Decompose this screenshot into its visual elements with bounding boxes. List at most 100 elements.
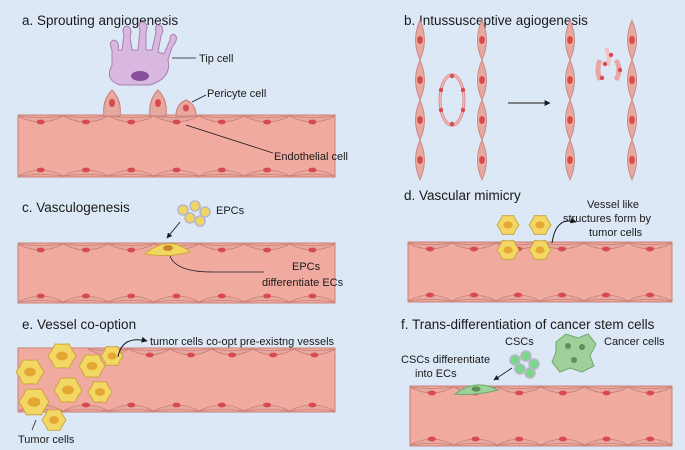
spindle-nucleus (629, 116, 635, 124)
endothelial-nucleus (558, 292, 566, 298)
tumor-nucleus (94, 388, 106, 396)
cscs-label: CSCs (505, 336, 534, 348)
cancer-cells-label: Cancer cells (604, 336, 665, 348)
endothelial-nucleus (36, 247, 45, 253)
endothelial-nucleus (217, 119, 226, 125)
spindle-nucleus (629, 156, 635, 164)
endothelial-nucleus (602, 390, 611, 396)
endothelial-nucleus (515, 390, 524, 396)
endothelial-cell (627, 242, 673, 250)
endothelial-cell (289, 404, 336, 412)
endothelial-nucleus (308, 402, 317, 408)
endothelial-nucleus (602, 292, 610, 298)
epc-arrow (166, 221, 181, 239)
tumor-mass (15, 343, 124, 431)
tip-cell (108, 21, 177, 86)
endothelial-nucleus (81, 293, 90, 299)
tumor-nucleus (503, 246, 513, 254)
panel-f-trans-differentiation: f. Trans-differentiation of cancer stem … (401, 317, 673, 447)
tumor-cells-leader (31, 419, 37, 431)
spindle-nucleus (567, 156, 573, 164)
endothelial-nucleus (172, 293, 181, 299)
mimicry-tumor-cells (496, 215, 552, 260)
endothelial-nucleus (36, 293, 45, 299)
endothelial-nucleus (646, 390, 655, 396)
spindle-nucleus (629, 36, 635, 44)
pericyte-cells (103, 89, 197, 117)
differentiate-leader (169, 255, 264, 273)
endothelial-nucleus (308, 293, 317, 299)
spindle-nucleus (417, 36, 423, 44)
co-option-label: tumor cells co-opt pre-existng vessels (150, 336, 335, 348)
endothelial-nucleus (471, 436, 480, 442)
differentiating-csc (453, 384, 500, 395)
endothelial-nucleus (263, 119, 272, 125)
endothelial-nucleus (172, 167, 181, 173)
endothelial-nucleus (310, 352, 319, 358)
panel-c-vasculogenesis: c. Vasculogenesis EPCs EPCs differentiat… (17, 200, 344, 304)
csc-cluster (509, 350, 540, 379)
spindle-nucleus (567, 36, 573, 44)
co-option-arrow (117, 336, 148, 358)
csc-arrow (493, 367, 513, 381)
mimicry-label-3: tumor cells (589, 227, 643, 239)
endothelial-nucleus (427, 436, 436, 442)
endothelial-nucleus (308, 119, 317, 125)
panel-b-intussusceptive-angiogenesis: b. Intussusceptive agiogenesis (404, 13, 637, 181)
endothelial-nucleus (514, 292, 522, 298)
csc-diff-label-2: into ECs (415, 368, 457, 380)
tumor-nucleus (48, 416, 60, 424)
spindle-nucleus (567, 116, 573, 124)
spindle-nucleus (417, 116, 423, 124)
endothelial-cell (628, 438, 673, 446)
endothelial-nucleus (127, 247, 136, 253)
endothelial-nucleus (646, 292, 654, 298)
panel-d-vascular-mimicry: d. Vascular mimicry Vessel like structur… (404, 188, 673, 303)
endothelial-nucleus (308, 167, 317, 173)
panel-a-vessel (17, 114, 336, 178)
endothelial-cell (628, 386, 673, 394)
tumor-nucleus (27, 397, 41, 407)
endothelial-nucleus (646, 436, 655, 442)
spindle-nucleus (479, 116, 485, 124)
endothelial-nucleus (646, 246, 654, 252)
csc-diff-label-1: CSCs differentiate (401, 354, 490, 366)
splitting-cells (595, 47, 623, 82)
endothelial-cell (293, 348, 336, 356)
tumor-nucleus (535, 221, 545, 229)
epcs-label: EPCs (216, 205, 245, 217)
cancer-cell-cluster (551, 333, 597, 373)
epcs-diff-label-1: EPCs (292, 261, 321, 273)
intussusceptive-ring (438, 73, 466, 127)
endothelial-nucleus (263, 402, 272, 408)
mimicry-label-2: structures form by (563, 213, 652, 225)
endothelial-nucleus (127, 119, 136, 125)
endothelial-nucleus (228, 352, 237, 358)
endothelial-nucleus (263, 167, 272, 173)
endothelial-nucleus (470, 292, 478, 298)
mimicry-arrow (551, 217, 577, 244)
endothelial-nucleus (602, 436, 611, 442)
tumor-nucleus (56, 351, 68, 361)
endothelial-nucleus (145, 352, 154, 358)
endothelial-nucleus (426, 292, 434, 298)
tip-cell-label: Tip cell (199, 53, 233, 65)
panel-a-sprouting-angiogenesis: a. Sprouting angiogenesis Tip cell Peric… (17, 13, 348, 178)
endothelial-nucleus (172, 119, 181, 125)
endothelial-nucleus (558, 390, 567, 396)
spindle-nucleus (417, 156, 423, 164)
endothelial-nucleus (36, 167, 45, 173)
tumor-nucleus (503, 221, 513, 229)
endothelial-nucleus (81, 402, 90, 408)
endothelial-nucleus (427, 390, 436, 396)
endothelial-nucleus (308, 247, 317, 253)
endothelial-nucleus (515, 436, 524, 442)
spindle-nucleus (567, 76, 573, 84)
pericyte-leader (191, 94, 207, 103)
mimicry-label-1: Vessel like (587, 199, 639, 211)
endothelial-nucleus (81, 167, 90, 173)
tumor-nucleus (86, 361, 98, 371)
tumor-nucleus (24, 367, 36, 377)
pericyte-label: Pericyte cell (207, 88, 266, 100)
